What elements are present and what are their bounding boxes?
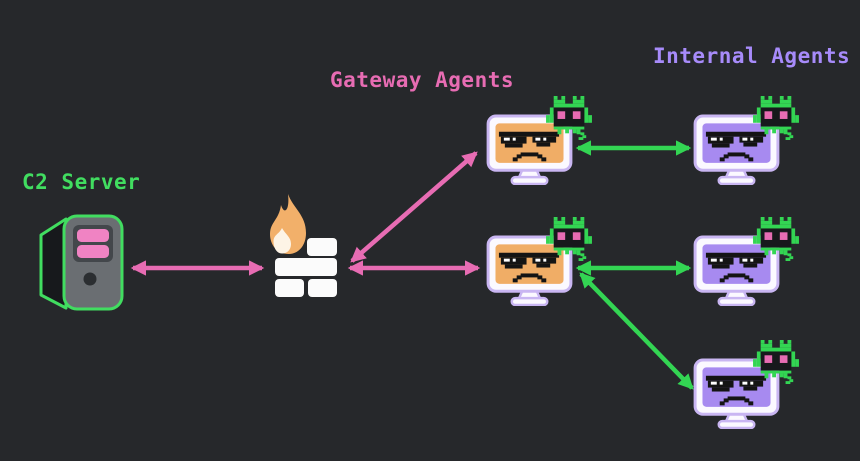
bug-icon	[753, 96, 799, 140]
edge-gateway2-internal3	[579, 272, 694, 390]
brick-wall	[275, 238, 337, 297]
firewall-icon	[270, 194, 337, 297]
edge-firewall-gateway-1	[350, 151, 478, 263]
gateway-agents-label: Gateway Agents	[330, 68, 515, 92]
internal-agents-label: Internal Agents	[653, 44, 851, 68]
bug-icon	[753, 340, 799, 384]
bug-icon	[546, 96, 592, 140]
bug-icon	[753, 217, 799, 261]
bug-icon	[546, 217, 592, 261]
c2-server-label: C2 Server	[22, 170, 141, 194]
server-icon	[39, 214, 124, 311]
